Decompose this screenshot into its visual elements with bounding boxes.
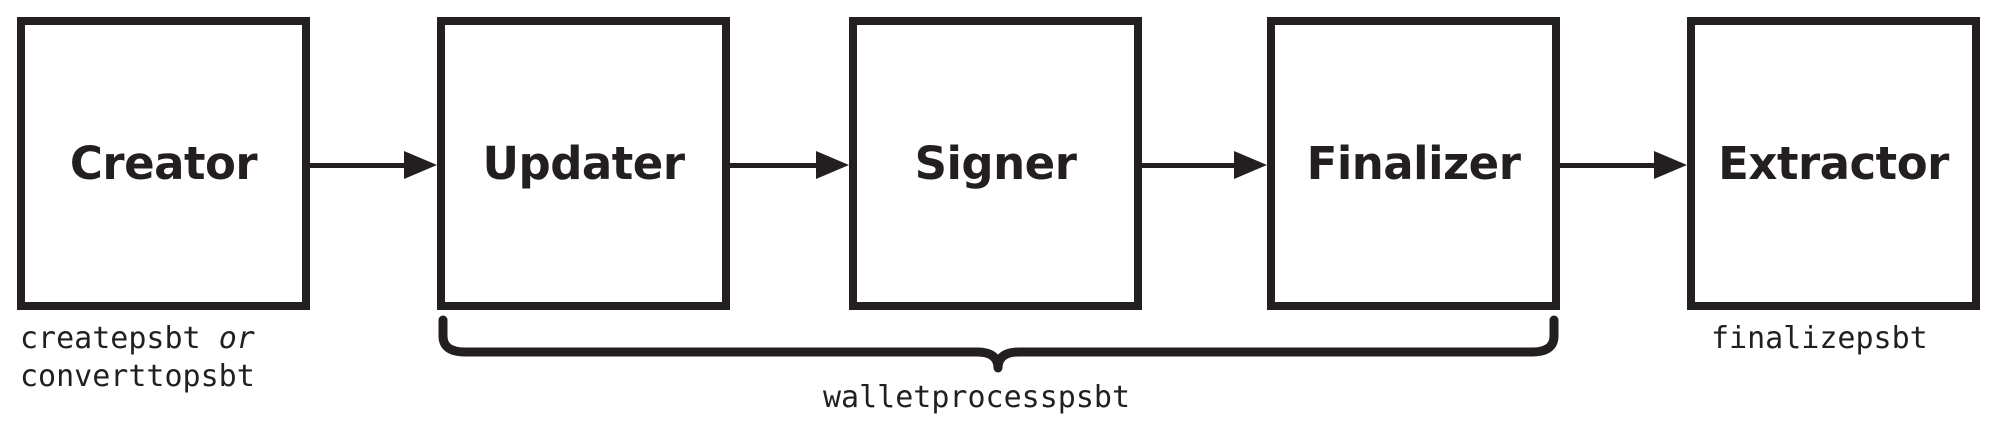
caption-extractor-command: finalizepsbt xyxy=(1711,321,1928,356)
arrow-head xyxy=(816,151,849,179)
caption-creator: createpsbt or converttopsbt xyxy=(20,320,255,397)
caption-creator-command-2: converttopsbt xyxy=(20,359,255,395)
arrow-right-icon-updater-to-signer xyxy=(730,151,849,179)
caption-extractor: finalizepsbt xyxy=(1711,320,1928,358)
caption-creator-conjunction: or xyxy=(218,321,255,356)
caption-walletprocesspsbt: walletprocesspsbt xyxy=(823,379,1130,417)
stage-label-finalizer: Finalizer xyxy=(1306,137,1521,190)
caption-brace-command: walletprocesspsbt xyxy=(823,380,1131,415)
arrow-shaft xyxy=(1560,163,1656,168)
arrow-head xyxy=(1654,151,1687,179)
stage-box-signer[interactable]: Signer xyxy=(849,17,1142,310)
arrow-right-icon-signer-to-finalizer xyxy=(1142,151,1267,179)
arrow-shaft xyxy=(730,163,818,168)
arrow-head xyxy=(404,151,437,179)
stage-label-updater: Updater xyxy=(482,137,685,190)
stage-box-creator[interactable]: Creator xyxy=(17,17,310,310)
arrow-right-icon-finalizer-to-extractor xyxy=(1560,151,1687,179)
arrow-shaft xyxy=(310,163,406,168)
arrow-head xyxy=(1234,151,1267,179)
stage-label-extractor: Extractor xyxy=(1718,137,1949,190)
stage-label-creator: Creator xyxy=(69,137,258,190)
caption-creator-command-1: createpsbt xyxy=(20,321,201,356)
stage-label-signer: Signer xyxy=(914,137,1077,190)
arrow-shaft xyxy=(1142,163,1236,168)
stage-box-updater[interactable]: Updater xyxy=(437,17,730,310)
caption-creator-line-1: createpsbt or xyxy=(20,320,255,358)
curly-brace-icon-walletprocesspsbt xyxy=(437,315,1560,373)
caption-creator-line-2: converttopsbt xyxy=(20,358,255,396)
stage-box-finalizer[interactable]: Finalizer xyxy=(1267,17,1560,310)
arrow-right-icon-creator-to-updater xyxy=(310,151,437,179)
stage-box-extractor[interactable]: Extractor xyxy=(1687,17,1980,310)
